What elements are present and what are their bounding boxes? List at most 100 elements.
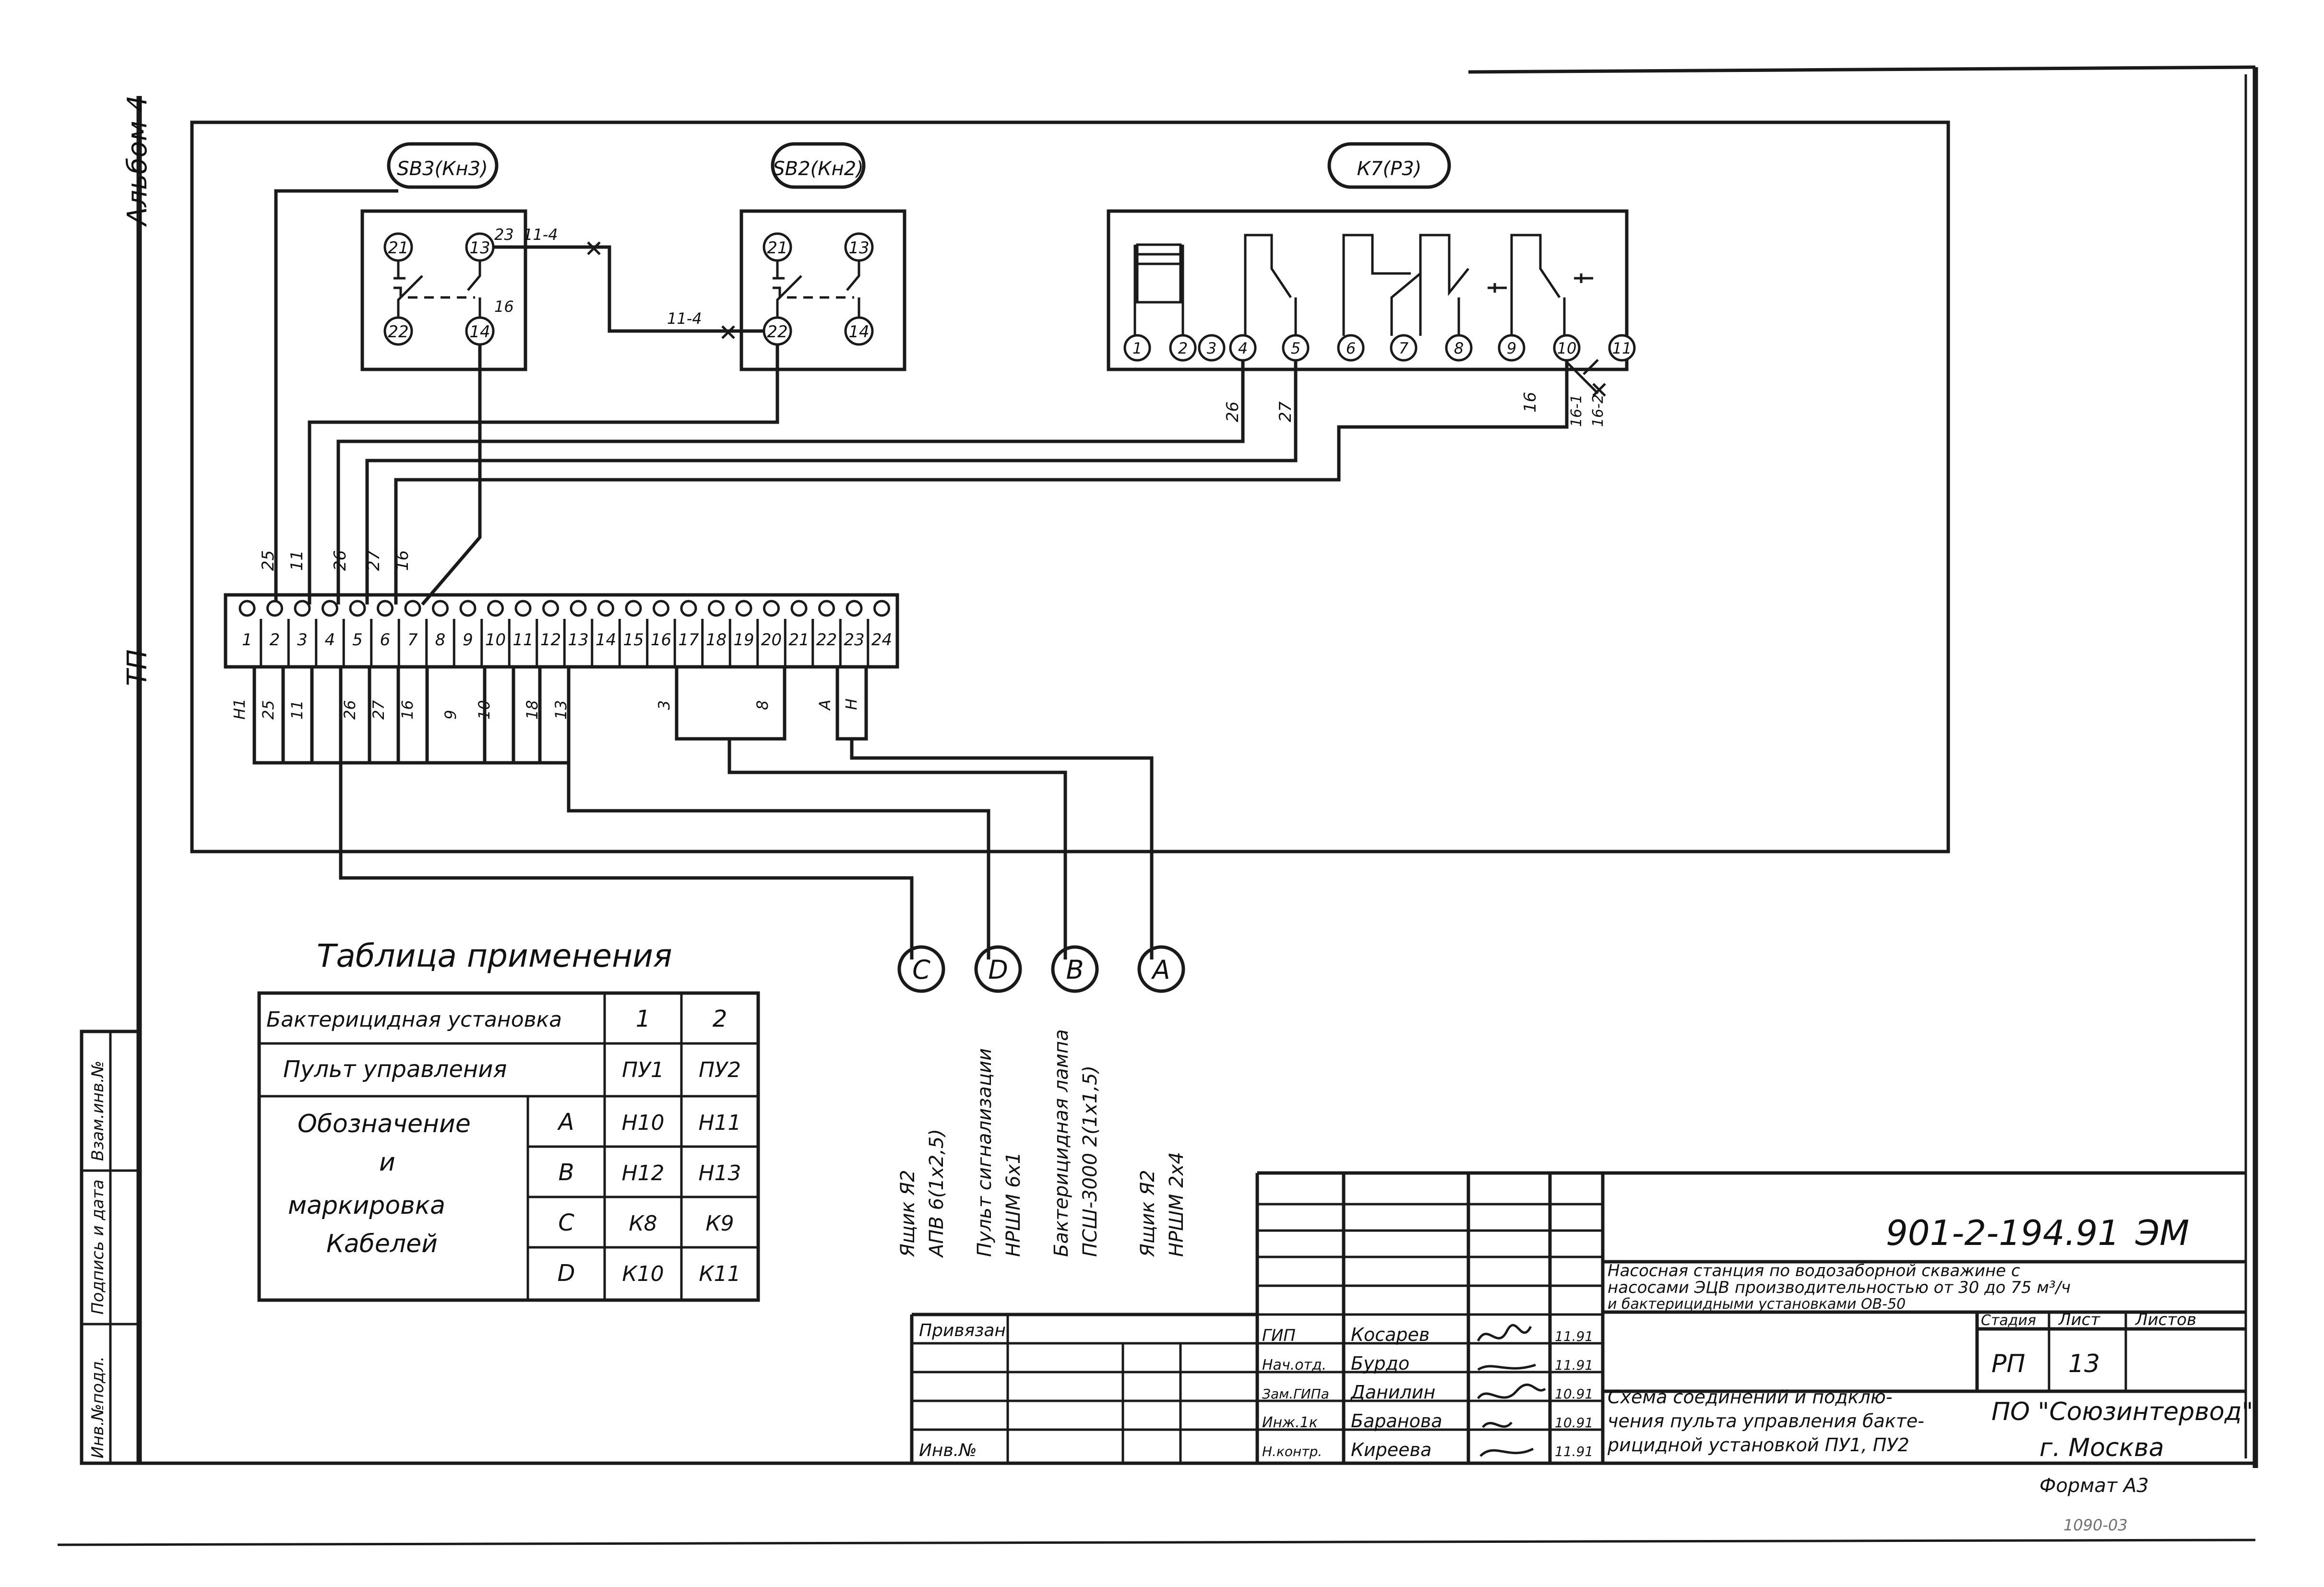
strip-inv-label: Инв.№подл. [88,1356,107,1458]
panel-boundary [190,120,1950,853]
person-1-name: Косарев [1351,1324,1430,1345]
strip-terminal-number: 13 [568,630,588,650]
table-a-c2: Н11 [698,1111,741,1135]
strip-terminal-number: 15 [623,630,644,650]
person-4-date: 10.91 [1555,1415,1593,1431]
table-group-l2: и [379,1148,395,1177]
strip-terminal-screw [377,600,393,617]
strip-terminal-screw [404,600,421,617]
lower-wiring [252,667,1154,959]
strip-terminal-screw [846,600,863,617]
strip-terminal-screw [818,600,835,617]
strip-terminal-screw [349,600,366,617]
sb3-tag-text: SB3(Кн3) [397,158,488,180]
sheet-frame [57,65,2258,1546]
signature-scribbles [1477,1324,1546,1457]
sb3-block: 21 13 22 14 23 16 [360,209,527,371]
stamp-sheet-header: Лист [2058,1310,2100,1329]
strip-terminal-screw [597,600,614,617]
strip-bot-8: 8 [753,700,772,710]
strip-terminal-number: 22 [816,630,837,650]
strip-terminal-screw [873,600,890,617]
strip-terminal-number: 14 [596,630,616,650]
strip-bot-9: 9 [441,710,460,720]
person-5-role: Н.контр. [1262,1444,1322,1459]
strip-terminal-screw [266,600,283,617]
strip-terminal-screw [294,600,311,617]
cable-d-line2: НРШМ 6х1 [1002,1152,1025,1257]
person-2-role: Нач.отд. [1262,1357,1326,1374]
stamp-inv: Инв.№ [919,1441,977,1460]
strip-terminal-screw [238,600,256,617]
stamp-stage-header: Стадия [1981,1312,2036,1329]
k7-term-1: 1 [1132,339,1142,357]
table-d-c1: К10 [622,1262,664,1286]
strip-terminal-number: 6 [380,630,391,650]
person-4-name: Баранова [1351,1410,1442,1432]
stamp-sheet: 13 [2068,1350,2100,1378]
k7-term-5: 5 [1291,339,1300,357]
strip-terminal-number: 8 [435,630,446,650]
strip-bot-a: А [816,699,834,711]
table-c-c2: К9 [705,1211,734,1236]
strip-terminal-screw [514,600,532,617]
strip-top-25: 25 [259,550,278,571]
strip-terminal-screw [459,600,477,617]
table-key-b: В [559,1159,574,1186]
cable-b-line1: Бактерицидная лампа [1050,1029,1073,1257]
cable-a-line1: Ящик Я2 [1137,1170,1159,1257]
table-b-c1: Н12 [621,1161,664,1185]
stamp-project-l2: насосами ЭЦВ производительностью от 30 д… [1608,1278,2071,1297]
strip-terminal-number: 7 [407,630,418,650]
strip-sign-label: Подпись и дата [88,1179,107,1315]
cable-d: D Пульт сигнализации НРШМ 6х1 [974,945,1025,1257]
strip-terminal-screw [625,600,642,617]
strip-terminal-screw [322,600,338,617]
strip-bot-11: 11 [288,700,306,720]
table-row1-label: Бактерицидная установка [266,1007,562,1032]
left-approval-strip: Инв.№подл. Подпись и дата Взам.инв.№ [80,1030,141,1465]
k7-tag: К7(Р3) [1327,142,1451,189]
strip-terminal-number: 4 [325,630,335,650]
k7-wire-26: 26 [1223,402,1242,422]
strip-bot-16: 16 [398,700,417,720]
strip-bot-26: 26 [341,700,359,720]
k7-wire-16: 16 [1521,392,1540,413]
k7-tag-text: К7(Р3) [1357,158,1422,180]
upper-wiring: 26 27 16 16-1 16-2 [274,189,1607,606]
table-group-l4: Кабелей [326,1230,438,1258]
k7-term-11: 11 [1612,339,1632,357]
k7-term-6: 6 [1346,339,1356,357]
album-label: Альбом 4 [122,95,153,227]
stamp-project-l1: Насосная станция по водозаборной скважин… [1608,1261,2020,1280]
stamp-mark: ЭМ [2135,1213,2189,1253]
strip-terminal-number: 20 [761,630,782,650]
strip-terminal-number: 24 [871,630,892,650]
table-b-c2: Н13 [698,1161,741,1185]
sb3-term-21: 21 [388,238,408,258]
strip-terminal-screw [680,600,697,617]
sb2-tag-text: SB2(Кн2) [773,158,864,180]
link-label-top: 11-4 [523,225,558,244]
strip-top-26: 26 [331,550,350,571]
strip-terminal-number: 2 [270,630,280,650]
strip-terminal-screw [790,600,808,617]
sb3-wire-16: 16 [494,297,514,316]
person-3-name: Данилин [1350,1382,1435,1403]
strip-terminal-number: 17 [678,630,699,650]
strip-top-11: 11 [287,550,307,571]
application-table: Таблица применения Бактерицидная установ… [257,937,760,1302]
sb3-term-13: 13 [469,238,490,258]
table-key-c: С [558,1209,574,1236]
sb2-block: 21 13 22 14 [739,209,906,371]
strip-terminal-screw [763,600,780,617]
person-1-role: ГИП [1262,1326,1296,1345]
stamp-code: 901-2-194.91 [1886,1213,2120,1253]
strip-terminal-number: 9 [463,630,473,650]
k7-wire-16-1: 16-1 [1568,394,1585,427]
cable-d-letter: D [988,955,1008,985]
sb2-term-22: 22 [767,322,787,342]
sb3-tag: SB3(Кн3) [387,142,499,189]
person-1-date: 11.91 [1555,1328,1593,1344]
k7-term-4: 4 [1238,339,1248,357]
